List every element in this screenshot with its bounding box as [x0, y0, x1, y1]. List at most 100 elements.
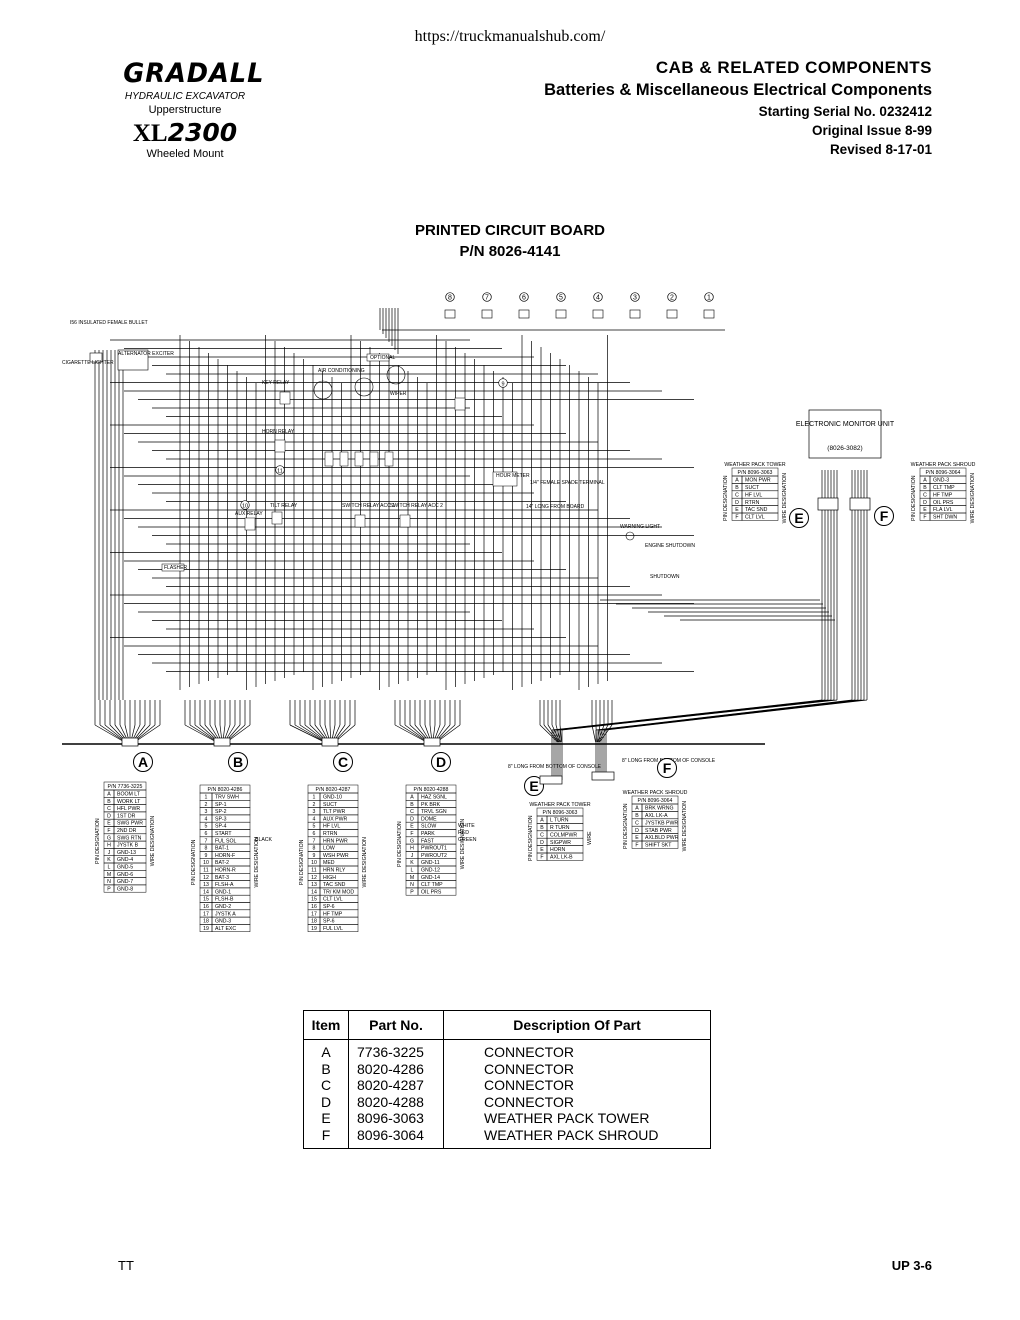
pin-wire: AXLBLD PWR	[645, 835, 679, 841]
pin-number: J	[108, 850, 111, 856]
pin-number: B	[923, 485, 927, 491]
connector-letter: F	[880, 508, 889, 524]
pin-number: 8	[313, 846, 316, 852]
pin-wire: OIL PRS	[933, 500, 954, 506]
switch-relay-2-label: SWITCH RELAY ACC 2	[390, 503, 443, 509]
pin-number: 16	[203, 904, 209, 910]
relay-number-circle	[630, 292, 640, 302]
pin-wire: SHIFT SKT	[645, 843, 672, 849]
relay	[271, 511, 283, 525]
pin-number: E	[635, 835, 639, 841]
pin-number: D	[540, 840, 544, 846]
warning-light-label: WARNING LIGHT	[620, 524, 660, 530]
pin-wire: SIGPWR	[550, 840, 571, 846]
tilt-relay-label: TILT RELAY	[270, 503, 298, 509]
pin-number: J	[411, 853, 414, 859]
pin-wire: FLSH-B	[215, 897, 234, 903]
relay-number-circle	[704, 292, 714, 302]
wire-designation-label: WIRE DESIGNATION	[782, 473, 788, 524]
description-cell: CONNECTOR	[484, 1044, 574, 1060]
weather-pack-plug	[817, 497, 839, 511]
table-part-number: P/N 8020-4287	[316, 787, 351, 793]
pin-number: C	[410, 809, 414, 815]
connector-plug	[321, 737, 339, 747]
pin-number: 17	[203, 911, 209, 917]
pin-number: C	[735, 492, 739, 498]
wire-designation-label: WIRE DESIGNATION	[460, 819, 466, 870]
hour-meter-label: HOUR METER	[496, 473, 530, 479]
pin-wire: GND-5	[117, 865, 133, 871]
wire-color-label: GREEN	[458, 837, 477, 843]
pin-number: F	[735, 515, 738, 521]
pin-designation-label: PIN DESIGNATION	[299, 839, 305, 885]
pin-wire: SP-6	[323, 904, 335, 910]
table-title: WEATHER PACK SHROUD	[623, 790, 688, 796]
pin-wire: AXL LK-A	[645, 813, 668, 819]
pin-wire: BAT-2	[215, 860, 229, 866]
pin-number: 3	[205, 809, 208, 815]
pin-designation-label: PIN DESIGNATION	[911, 475, 917, 521]
pin-wire: TAC SND	[745, 507, 768, 513]
switch-relay-1-label: SWITCH RELAY ACC 1	[342, 503, 395, 509]
pin-number: B	[540, 825, 544, 831]
pin-number: D	[735, 500, 739, 506]
item-cell: C	[303, 1077, 349, 1094]
pin-designation-label: PIN DESIGNATION	[397, 821, 403, 867]
pin-wire: FLSH-A	[215, 882, 234, 888]
source-url: https://truckmanualshub.com/	[414, 28, 606, 45]
flasher-box	[161, 563, 185, 572]
pin-number: B	[635, 813, 639, 819]
wire-designation-label: WIRE DESIGNATION	[254, 837, 260, 888]
pin-wire: GND-2	[215, 904, 231, 910]
pin-number: 5	[205, 824, 208, 830]
pin-designation-label: PIN DESIGNATION	[95, 818, 101, 864]
pin-number: 13	[311, 882, 317, 888]
optional-box	[366, 353, 390, 362]
pin-number: 15	[311, 897, 317, 903]
pin-wire: HIGH	[323, 875, 336, 881]
pin-wire: FAST	[421, 838, 435, 844]
pin-wire: HRN PWR	[323, 838, 348, 844]
fuse	[384, 451, 394, 467]
pin-wire: CLT TMP	[421, 882, 443, 888]
table-part-number: P/N 8020-4288	[414, 787, 449, 793]
pin-wire: COLMPWR	[550, 832, 577, 838]
pin-designation-label: PIN DESIGNATION	[723, 475, 729, 521]
connector-letter-circle	[524, 776, 544, 796]
relay-number-circle	[667, 292, 677, 302]
pin-wire: GND-12	[421, 868, 440, 874]
pin-number: 12	[311, 875, 317, 881]
pin-number: 10	[311, 860, 317, 866]
connector-letter-circle	[333, 752, 353, 772]
pin-wire: SP-2	[215, 809, 227, 815]
pin-number: E	[735, 507, 739, 513]
pin-number: C	[635, 820, 639, 826]
long-e-label: 8" LONG FROM BOTTOM OF CONSOLE	[508, 764, 602, 770]
table-part-number: P/N 8096-3063	[738, 470, 773, 476]
pin-number: M	[107, 872, 111, 878]
pin-wire: JYSTKB PWR	[645, 820, 678, 826]
pin-wire: 1ST DR	[117, 813, 136, 819]
pin-number: 15	[203, 897, 209, 903]
description-cell: WEATHER PACK SHROUD	[484, 1126, 659, 1143]
description-cell: WEATHER PACK TOWER	[484, 1110, 650, 1126]
table-title: WEATHER PACK SHROUD	[911, 462, 976, 468]
fuse	[354, 451, 364, 467]
pin-wire: AXL LK-B	[550, 855, 573, 861]
pin-wire: HF TMP	[323, 911, 343, 917]
part-no-cell: 8020-4287	[348, 1077, 444, 1094]
pin-number: 1	[205, 795, 208, 801]
relay-number: 6	[522, 295, 526, 302]
pin-wire: JYSTK A	[215, 911, 236, 917]
diagram-labels: I56 INSULATED FEMALE BULLET CIGARETTE LI…	[62, 320, 716, 770]
pin-number: 19	[203, 926, 209, 932]
pin-wire: BAT-1	[215, 846, 229, 852]
pin-wire: SWG PWR	[117, 821, 143, 827]
pin-wire: GND-3	[933, 478, 949, 484]
pin-number: C	[923, 492, 927, 498]
pin-wire: MED	[323, 860, 335, 866]
